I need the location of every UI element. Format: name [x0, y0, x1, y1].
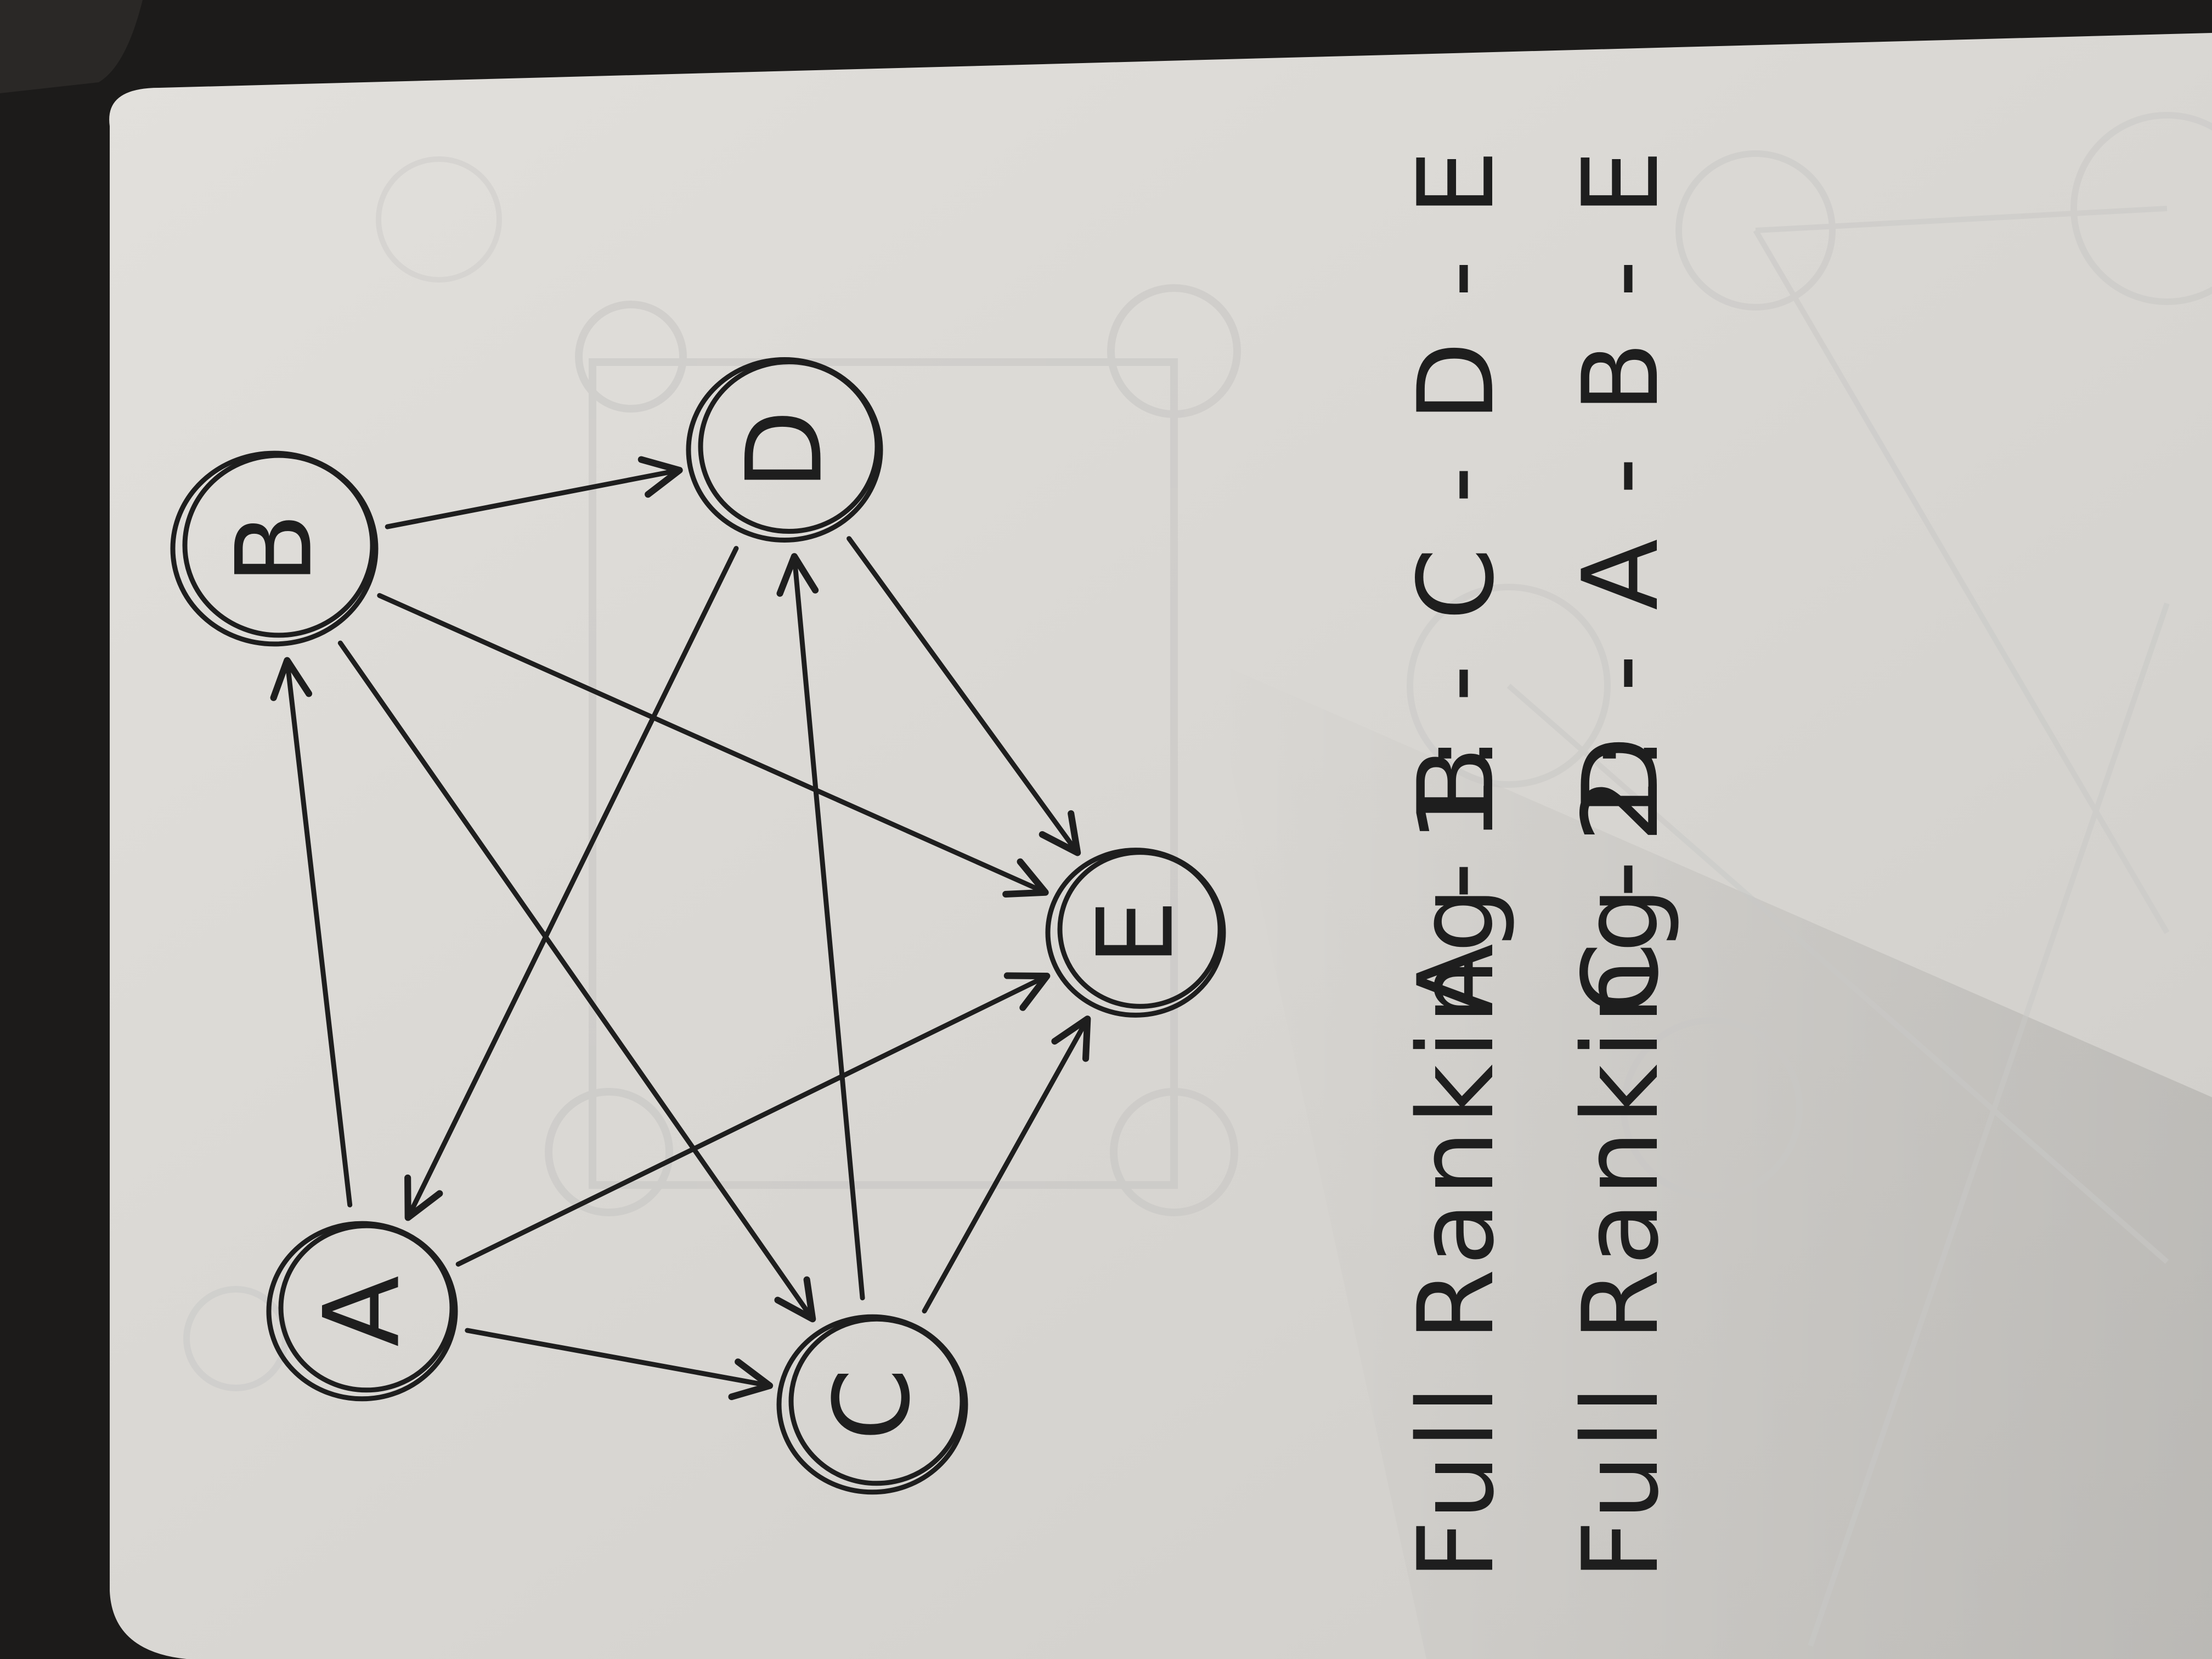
- edge-a-to-e: [455, 972, 1051, 1267]
- edge-b-to-d: [385, 456, 683, 529]
- bleed-circle: [575, 301, 687, 413]
- ranking-label: Full Ranking 2:: [1560, 730, 1681, 1580]
- edge-c-to-e: [922, 1015, 1091, 1314]
- bleed-through-drawing: [183, 112, 2212, 1647]
- node-label: C: [812, 1368, 933, 1441]
- edge-b-to-e: [377, 593, 1049, 898]
- bleed-circle: [1407, 584, 1611, 788]
- bleed-circle: [376, 156, 502, 283]
- bleed-lines: [1506, 206, 2170, 1647]
- edge-a-to-b: [270, 657, 353, 1207]
- edge-d-to-e: [847, 536, 1081, 856]
- bleed-circle: [2070, 112, 2212, 305]
- node-d: D: [686, 357, 883, 543]
- edge-a-to-c: [465, 1328, 774, 1401]
- node-b: B: [170, 450, 379, 647]
- node-label: A: [302, 1276, 423, 1347]
- ranking-sequence: A - B - C - D - E: [1396, 144, 1517, 1015]
- node-circle-overstroke: [182, 453, 375, 638]
- edge-b-to-c: [337, 640, 816, 1323]
- bleed-circle: [1107, 284, 1241, 418]
- node-label: D: [724, 410, 845, 490]
- node-label: E: [1075, 900, 1197, 966]
- node-label: B: [214, 513, 335, 584]
- node-e: E: [1045, 848, 1226, 1018]
- ranking-line-1: Full Ranking 1:A - B - C - D - E: [1396, 144, 1517, 1580]
- edge-d-to-a: [404, 546, 739, 1221]
- bleed-box: [589, 358, 1178, 1189]
- notebook-binding: [0, 0, 143, 93]
- graph-edges: [270, 456, 1091, 1401]
- bleed-circle: [545, 1088, 673, 1216]
- page-shadow: [1207, 658, 2212, 1659]
- ranking-line-2: Full Ranking 2:C - D - A - B - E: [1560, 144, 1681, 1580]
- node-c: C: [776, 1314, 968, 1495]
- node-a: A: [266, 1221, 458, 1402]
- bleed-circle: [1621, 1017, 1803, 1199]
- node-circle-overstroke: [278, 1223, 455, 1393]
- ranking-label: Full Ranking 1:: [1396, 730, 1517, 1580]
- ranking-sequence: C - D - A - B - E: [1560, 144, 1681, 1015]
- edge-c-to-d: [776, 553, 865, 1301]
- node-circle-overstroke: [1057, 850, 1223, 1009]
- graph-nodes: A B C D E: [170, 357, 1226, 1495]
- node-circle-overstroke: [788, 1316, 965, 1486]
- node-circle-overstroke: [698, 359, 880, 534]
- bleed-circle: [1675, 150, 1836, 311]
- bleed-circle: [1110, 1088, 1238, 1216]
